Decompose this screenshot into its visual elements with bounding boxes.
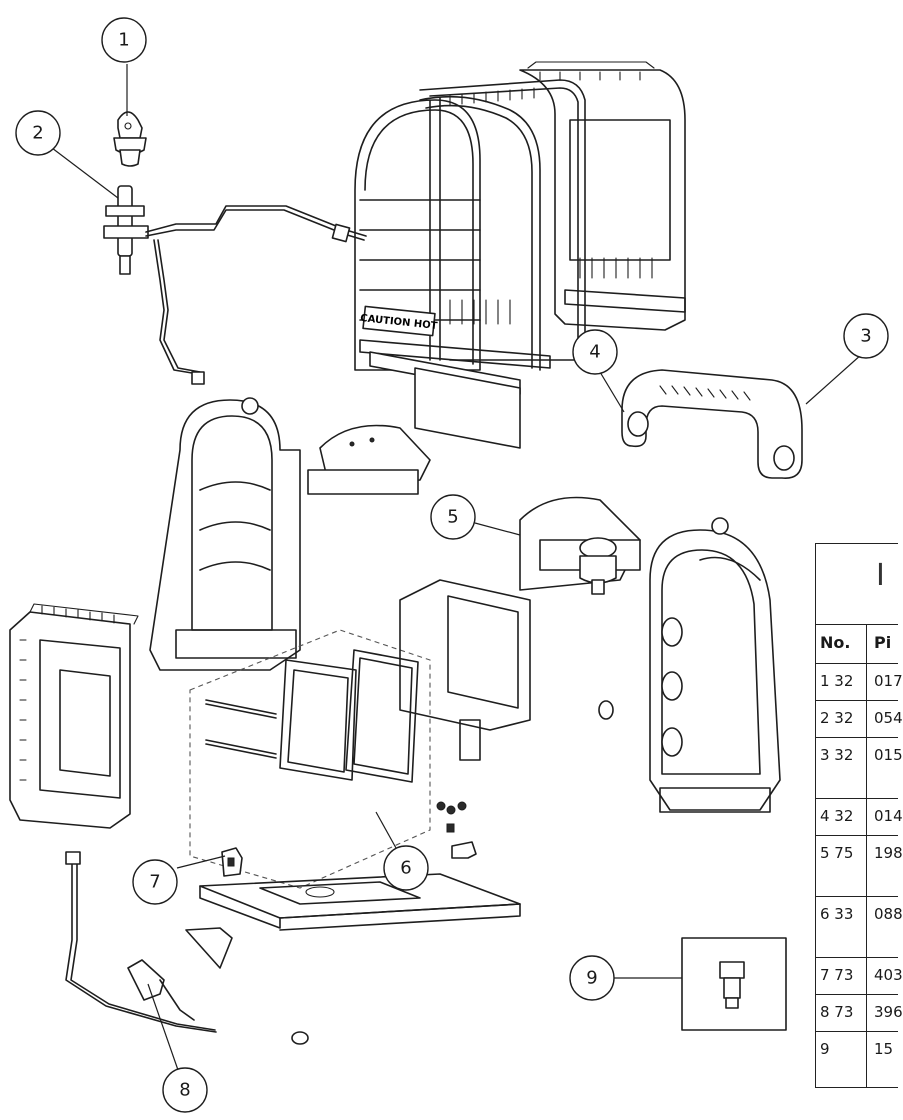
row-part: 015 [874,746,903,764]
row-no: 8 73 [820,1003,854,1021]
table-row: 3 32 015 [816,738,903,799]
table-row: 2 32 054 [816,701,903,738]
row-part: 15 [874,1040,894,1058]
burner-housing [399,579,614,761]
callout-5: 5 [430,494,521,540]
callout-8: 8 [147,983,208,1113]
header-no: No. [820,633,851,652]
reflector-plate [369,351,521,449]
svg-text:2: 2 [32,123,43,144]
part-5-regulator [519,496,641,595]
svg-text:1: 1 [118,30,129,51]
row-part: 088 [874,905,903,923]
row-part: 198 [874,844,903,862]
callout-9: 9 [569,955,682,1001]
row-no: 1 32 [820,672,854,690]
svg-text:5: 5 [447,507,458,528]
table-title-row: I [816,544,898,625]
left-side-shell [149,397,301,671]
table-header-row: No. Pi [816,625,898,664]
row-part: 017 [874,672,903,690]
row-no: 7 73 [820,966,854,984]
part-3-4-handle [621,369,803,479]
table-row: 9 15 [816,1032,898,1068]
row-no: 2 32 [820,709,854,727]
row-no: 5 75 [820,844,854,862]
header-part: Pi [874,633,892,652]
callout-1: 1 [101,17,147,116]
part-8-pilot-thermocouple [65,851,309,1045]
table-row: 6 33 088 [816,897,903,958]
shield-bracket [307,424,431,495]
row-part: 403 [874,966,903,984]
svg-text:7: 7 [149,872,160,893]
table-row: 7 73 403 [816,958,903,995]
svg-text:6: 6 [400,858,411,879]
svg-text:3: 3 [860,326,871,347]
callout-2: 2 [15,110,119,199]
svg-text:4: 4 [589,342,600,363]
row-part: 054 [874,709,903,727]
table-row: 1 32 017 [816,664,903,701]
front-guard-grill: CAUTION HOT [354,79,586,371]
part-6-burner-assembly [189,629,431,889]
callout-3: 3 [805,313,889,405]
row-no: 6 33 [820,905,854,923]
row-no: 4 32 [820,807,854,825]
base-plate [185,873,521,969]
table-row: 4 32 014 [816,799,903,836]
table-row: 5 75 198 [816,836,903,897]
part-2-valve-tube [103,185,367,385]
row-no: 9 [820,1040,830,1058]
svg-text:9: 9 [586,968,597,989]
rear-panel [519,61,686,331]
small-hardware [436,801,477,859]
callout-6: 6 [375,811,429,891]
svg-text:8: 8 [179,1080,190,1101]
front-shell [9,603,139,829]
parts-list-table: I No. Pi 1 32 017 2 32 054 3 32 015 4 32… [815,543,903,1088]
row-part: 396 [874,1003,903,1021]
part-1-igniter [113,111,147,167]
part-9-inset [681,937,787,1031]
callout-7: 7 [132,855,226,905]
table-row: 8 73 396 [816,995,903,1032]
callout-4: 4 [572,329,625,413]
part-7-switch [221,847,243,877]
row-part: 014 [874,807,903,825]
table-title: I [876,558,885,593]
table-column-divider [866,624,867,1087]
right-side-shell [649,517,781,813]
row-no: 3 32 [820,746,854,764]
